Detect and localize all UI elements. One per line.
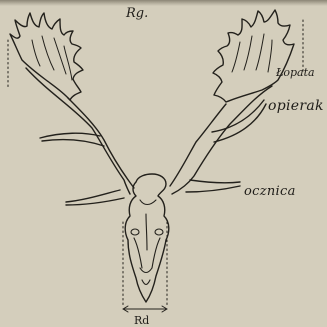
left-middle-tine bbox=[40, 133, 104, 146]
right-brow-tine bbox=[186, 180, 240, 192]
label-rg: Rg. bbox=[126, 6, 148, 21]
label-opierak: opierak bbox=[268, 98, 324, 114]
label-lopata: Łopata bbox=[276, 66, 315, 79]
label-ocznica: ocznica bbox=[244, 184, 296, 199]
skull-details bbox=[131, 200, 163, 285]
right-antler-palm bbox=[213, 10, 294, 102]
rd-arrow bbox=[123, 306, 167, 312]
palm-hatching bbox=[32, 34, 272, 80]
label-rd: Rd bbox=[134, 314, 149, 327]
left-brow-tine bbox=[66, 190, 124, 205]
right-antler-beam-inner bbox=[170, 104, 226, 186]
rg-measure-lines bbox=[8, 20, 303, 88]
